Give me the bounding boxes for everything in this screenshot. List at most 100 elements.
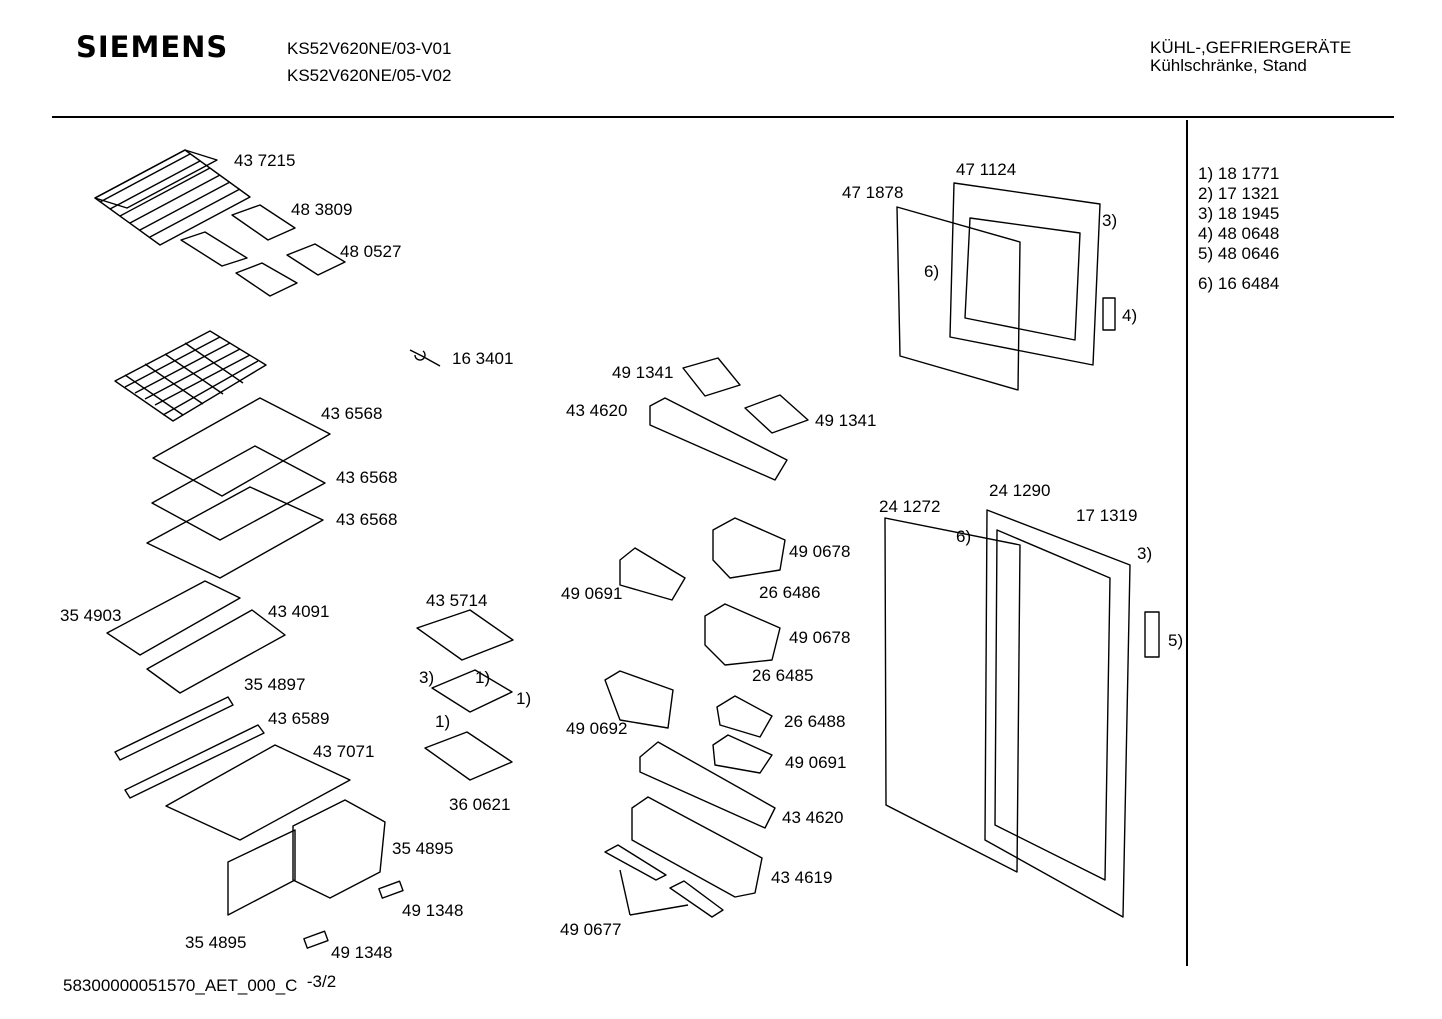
freezer-gasket [896,206,1021,391]
part-label: 49 1348 [331,943,393,962]
ref-label: 1) [435,712,451,731]
crisper-right [292,799,386,899]
freezer-door-inner [964,217,1081,341]
category-title: KÜHL-,GEFRIERGERÄTE [1150,38,1352,57]
part-label: 49 1348 [402,901,464,920]
part-label: 48 3809 [291,200,353,219]
fridge-door [984,509,1131,918]
crisper-cover [165,744,351,841]
bin-490691-b [712,734,773,774]
hinge-5 [1144,611,1160,658]
part-label: 49 0691 [785,753,847,772]
legend-row: 2) 17 1321 [1198,184,1280,203]
model-number-1: KS52V620NE/03-V01 [287,39,452,58]
grid-shelf-drawing [114,330,267,422]
part-label: 35 4895 [185,933,247,952]
part-label: 16 3401 [452,349,514,368]
part-label: 49 0678 [789,628,851,647]
header-divider [52,116,1394,118]
part-label: 43 4091 [268,602,330,621]
ref-label: 6) [924,262,940,281]
part-label: 43 6568 [321,404,383,423]
part-label: 26 6486 [759,583,821,602]
part-label: 36 0621 [449,795,511,814]
part-label: 43 6589 [268,709,330,728]
part-label: 49 0692 [566,719,628,738]
parts-legend: 1) 18 1771 2) 17 1321 3) 18 1945 4) 48 0… [1198,164,1279,294]
fridge-door-inner [994,529,1111,881]
ref-label: 3) [1137,544,1153,563]
legend-divider [1186,120,1188,966]
ice-tray-b [235,262,298,297]
part-label: 26 6488 [784,712,846,731]
part-label: 49 0691 [561,584,623,603]
egg-box [431,669,513,713]
handle-b [303,930,329,949]
document-id: 58300000051570_AET_000_C -3/2 [63,972,337,995]
part-label: 43 7071 [313,742,375,761]
bin-266488 [716,695,773,738]
part-label: 49 1341 [815,411,877,430]
tray-frame-b [180,231,248,267]
bin-434620-b [639,741,776,829]
part-label: 48 0527 [340,242,402,261]
part-label: 35 4897 [244,675,306,694]
legend-row: 5) 48 0646 [1198,244,1280,263]
glass-shelf-2 [151,445,326,541]
key-drawing [409,349,441,367]
part-label: 43 4620 [782,808,844,827]
part-label: 49 1341 [612,363,674,382]
part-label: 24 1290 [989,481,1051,500]
egg-tray-1 [682,357,741,397]
hinge-4 [1102,297,1116,331]
glass-plate [146,609,286,694]
ref-label: 5) [1168,631,1184,650]
part-label: 43 6568 [336,510,398,529]
part-label: 24 1272 [879,497,941,516]
part-label: 43 5714 [426,591,488,610]
fridge-gasket [884,517,1021,873]
legend-row: 3) 18 1945 [1198,204,1280,223]
glass-shelf-3 [146,486,324,579]
bin-490678-a [712,517,786,579]
egg-tray-2 [744,394,809,434]
shelf-cover [106,580,241,656]
part-label: 49 0678 [789,542,851,561]
part-label: 43 7215 [234,151,296,170]
bin-490691-a [619,547,686,601]
ref-label: 3) [1102,211,1118,230]
handle-a [378,880,404,899]
strip-1 [114,696,234,761]
bin-490678-b [704,603,781,666]
part-label: 35 4903 [60,606,122,625]
part-label: 43 6568 [336,468,398,487]
tray-435714 [416,609,514,661]
ref-label: 1) [516,689,532,708]
part-label: 17 1319 [1076,506,1138,525]
brand-logo: SIEMENS [76,30,229,64]
wire-shelf-drawing [94,149,251,246]
bin-490692 [604,670,674,729]
crisper-left [227,829,296,916]
part-label: 49 0677 [560,920,622,939]
part-label: 43 4619 [771,868,833,887]
part-label: 47 1878 [842,183,904,202]
part-label: 26 6485 [752,666,814,685]
ice-tray-a [286,243,346,276]
legend-row: 6) 16 6484 [1198,274,1280,293]
rail-a [604,844,667,881]
part-label: 47 1124 [956,160,1017,179]
door-bin-434620 [649,397,788,481]
legend-row: 4) 48 0648 [1198,224,1280,243]
model-number-2: KS52V620NE/05-V02 [287,66,452,85]
ref-label: 6) [956,527,972,546]
drawer-360621 [424,731,513,781]
ref-label: 3) [419,668,435,687]
legend-row: 1) 18 1771 [1198,164,1280,183]
rail-b [669,880,724,918]
glass-shelf-1 [152,397,331,497]
tray-frame-a [231,204,296,241]
bin-434619 [631,796,763,898]
strip-2 [124,724,265,799]
